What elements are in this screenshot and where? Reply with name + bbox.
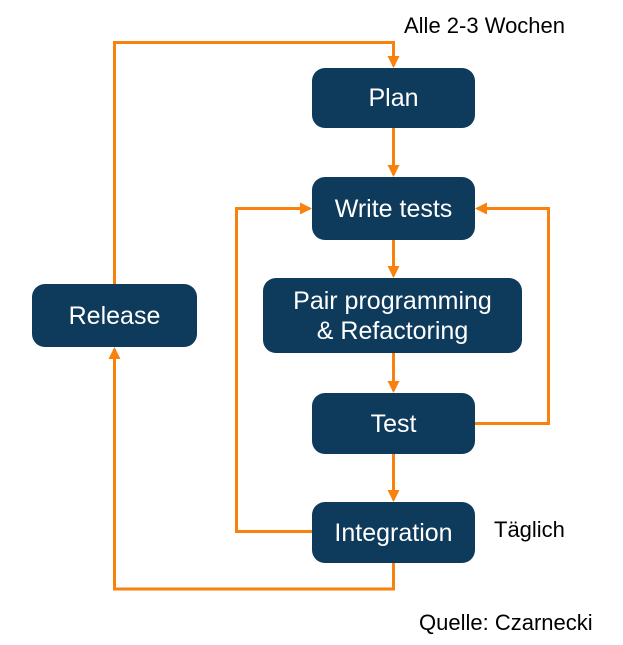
release-box: Release [32,284,197,347]
pair-programming-box: Pair programming & Refactoring [263,278,522,353]
source-credit-label: Quelle: Czarnecki [419,610,593,635]
plan-box: Plan [312,68,475,128]
arrow-release-to-plan [113,41,400,284]
arrow-test-to-write-tests [475,202,550,425]
daily-label: Täglich [494,517,565,542]
release-box-label: Release [68,301,161,330]
write-tests-box-label: Write tests [334,194,453,223]
test-box: Test [312,393,475,454]
pair-programming-box-label: Pair programming & Refactoring [293,286,492,345]
cycle-time-label: Alle 2-3 Wochen [404,13,566,38]
test-box-label: Test [370,409,417,438]
integration-box-label: Integration [334,518,453,547]
arrow-integration-to-release [108,347,395,591]
plan-box-label: Plan [368,84,419,112]
integration-box: Integration [312,502,475,563]
write-tests-box: Write tests [312,177,475,240]
arrow-integration-to-write-tests [235,202,312,533]
